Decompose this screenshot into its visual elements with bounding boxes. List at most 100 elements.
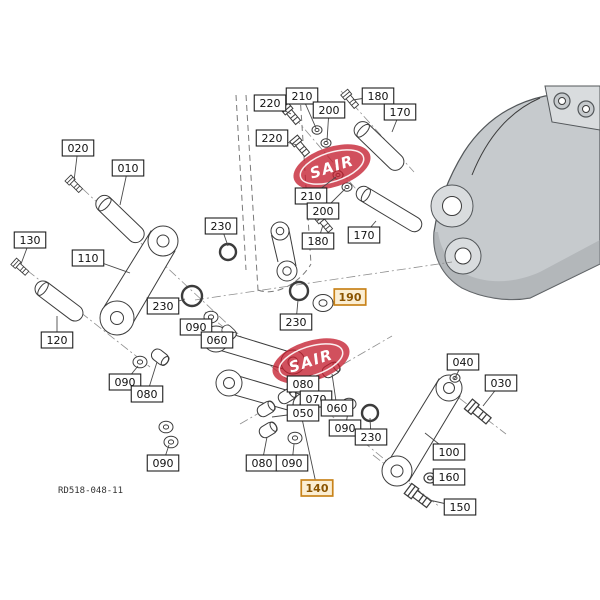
svg-text:020: 020 (68, 142, 89, 155)
part-callout-200[interactable]: 200 (306, 202, 340, 220)
washer-210-upper (311, 125, 323, 135)
part-callout-200[interactable]: 200 (312, 101, 346, 119)
svg-text:230: 230 (286, 316, 307, 329)
part-callout-100[interactable]: 100 (432, 443, 466, 461)
part-callout-030[interactable]: 030 (484, 374, 518, 392)
svg-text:060: 060 (207, 334, 228, 347)
svg-text:100: 100 (439, 446, 460, 459)
part-callout-060[interactable]: 060 (320, 399, 354, 417)
svg-text:120: 120 (47, 334, 68, 347)
svg-text:080: 080 (293, 378, 314, 391)
excavator-arm (430, 85, 600, 301)
link-100 (381, 373, 463, 487)
svg-text:090: 090 (186, 321, 207, 334)
bushing-080 (148, 346, 172, 368)
part-callout-090[interactable]: 090 (146, 454, 180, 472)
svg-text:190: 190 (339, 291, 362, 304)
part-callout-180[interactable]: 180 (361, 87, 395, 105)
watermark-stamp: SAIR (293, 144, 371, 190)
part-callout-140[interactable]: 140 (300, 479, 334, 497)
part-callout-080[interactable]: 080 (286, 375, 320, 393)
o-ring-230 (218, 242, 238, 262)
part-callout-090[interactable]: 090 (275, 454, 309, 472)
svg-text:030: 030 (491, 377, 512, 390)
part-callout-230[interactable]: 230 (204, 217, 238, 235)
bolt-150 (403, 482, 434, 510)
svg-text:200: 200 (319, 104, 340, 117)
svg-text:220: 220 (262, 132, 283, 145)
bolt-030 (463, 398, 494, 427)
part-callout-080[interactable]: 080 (130, 385, 164, 403)
bolt-130 (10, 257, 31, 277)
part-callout-090[interactable]: 090 (179, 318, 213, 336)
o-ring-230 (180, 284, 204, 308)
svg-text:160: 160 (439, 471, 460, 484)
svg-text:090: 090 (282, 457, 303, 470)
part-callout-190[interactable]: 190 (333, 288, 367, 306)
part-callout-230[interactable]: 230 (279, 313, 313, 331)
o-ring-230 (288, 280, 310, 302)
part-callout-160[interactable]: 160 (432, 468, 466, 486)
svg-text:200: 200 (313, 205, 334, 218)
part-callout-210[interactable]: 210 (285, 87, 319, 105)
part-callout-170[interactable]: 170 (383, 103, 417, 121)
svg-text:110: 110 (78, 252, 99, 265)
part-callout-120[interactable]: 120 (40, 331, 74, 349)
svg-text:080: 080 (137, 388, 158, 401)
part-callout-020[interactable]: 020 (61, 139, 95, 157)
svg-text:230: 230 (361, 431, 382, 444)
part-callout-230[interactable]: 230 (146, 297, 180, 315)
svg-text:040: 040 (453, 356, 474, 369)
svg-text:220: 220 (260, 97, 281, 110)
part-callout-170[interactable]: 170 (347, 226, 381, 244)
leader-line (300, 413, 318, 489)
part-callout-040[interactable]: 040 (446, 353, 480, 371)
shim-090 (287, 431, 303, 445)
svg-text:210: 210 (292, 90, 313, 103)
svg-text:210: 210 (301, 190, 322, 203)
pin-010 (95, 194, 145, 244)
svg-text:230: 230 (153, 300, 174, 313)
part-callout-220[interactable]: 220 (253, 94, 287, 112)
pin-170-upper (353, 121, 405, 171)
drawing-reference: RD518-048-11 (58, 486, 123, 496)
svg-text:180: 180 (368, 90, 389, 103)
svg-text:170: 170 (390, 106, 411, 119)
svg-text:090: 090 (115, 376, 136, 389)
shim-090 (158, 420, 174, 434)
shim-090 (163, 435, 179, 449)
svg-text:180: 180 (308, 235, 329, 248)
part-callout-230[interactable]: 230 (354, 428, 388, 446)
link-110 (99, 225, 179, 336)
part-callout-060[interactable]: 060 (200, 331, 234, 349)
part-callout-080[interactable]: 080 (245, 454, 279, 472)
part-callout-210[interactable]: 210 (294, 187, 328, 205)
pin-170-lower (355, 185, 423, 233)
parts-artwork (10, 85, 600, 510)
part-callout-050[interactable]: 050 (286, 404, 320, 422)
svg-text:010: 010 (118, 162, 139, 175)
part-callout-110[interactable]: 110 (71, 249, 105, 267)
part-callout-010[interactable]: 010 (111, 159, 145, 177)
part-callout-130[interactable]: 130 (13, 231, 47, 249)
part-callout-090[interactable]: 090 (328, 419, 362, 437)
svg-text:230: 230 (211, 220, 232, 233)
part-callout-220[interactable]: 220 (255, 129, 289, 147)
washer-200-upper (320, 138, 332, 148)
bushing-080 (256, 419, 280, 441)
svg-text:140: 140 (306, 482, 329, 495)
svg-text:090: 090 (335, 422, 356, 435)
part-callout-180[interactable]: 180 (301, 232, 335, 250)
ring-190 (312, 294, 334, 312)
svg-text:060: 060 (327, 402, 348, 415)
svg-text:080: 080 (252, 457, 273, 470)
part-callout-150[interactable]: 150 (443, 498, 477, 516)
svg-text:050: 050 (293, 407, 314, 420)
svg-text:090: 090 (153, 457, 174, 470)
watermark-stamp: SAIR (272, 338, 350, 384)
svg-text:150: 150 (450, 501, 471, 514)
svg-text:130: 130 (20, 234, 41, 247)
